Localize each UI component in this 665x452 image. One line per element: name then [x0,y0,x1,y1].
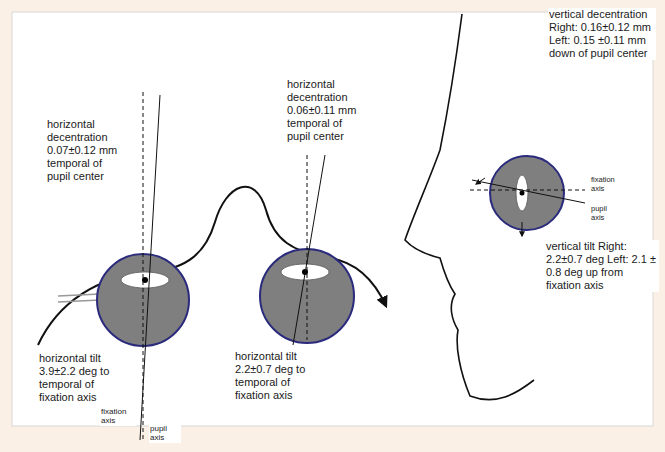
lens [121,272,169,288]
eyeball [490,156,564,230]
axis-label: fixation axis [100,407,136,426]
lens [516,175,528,211]
axis-label: fixation axis [590,176,622,194]
tilt-note: horizontal tilt 3.9±2.2 deg to temporal … [38,352,132,404]
axis-label: pupil axis [149,424,181,443]
tilt-arrow [476,178,485,184]
fixation-axis-line [307,155,308,340]
panel [12,12,653,426]
axis-label: pupil axis [590,205,622,223]
decentration-note: vertical decentration Right: 0.16±0.12 m… [548,8,656,60]
face-outline [38,187,386,345]
tilt-note: vertical tilt Right: 2.2±0.7 deg Left: 2… [545,240,659,292]
fixation-axis-line [470,190,585,191]
pupil-axis-line [472,180,585,203]
tilt-arrow [522,222,523,236]
pupil-axis-line [293,155,325,345]
decentration-note: horizontal decentration 0.07±0.12 mm tem… [46,118,128,183]
lens-center [520,191,525,196]
decentration-note: horizontal decentration 0.06±0.11 mm tem… [286,78,368,143]
tilt-note: horizontal tilt 2.2±0.7 deg to temporal … [234,350,328,402]
pupil-axis-line [140,95,160,440]
lid-mark [58,294,100,302]
